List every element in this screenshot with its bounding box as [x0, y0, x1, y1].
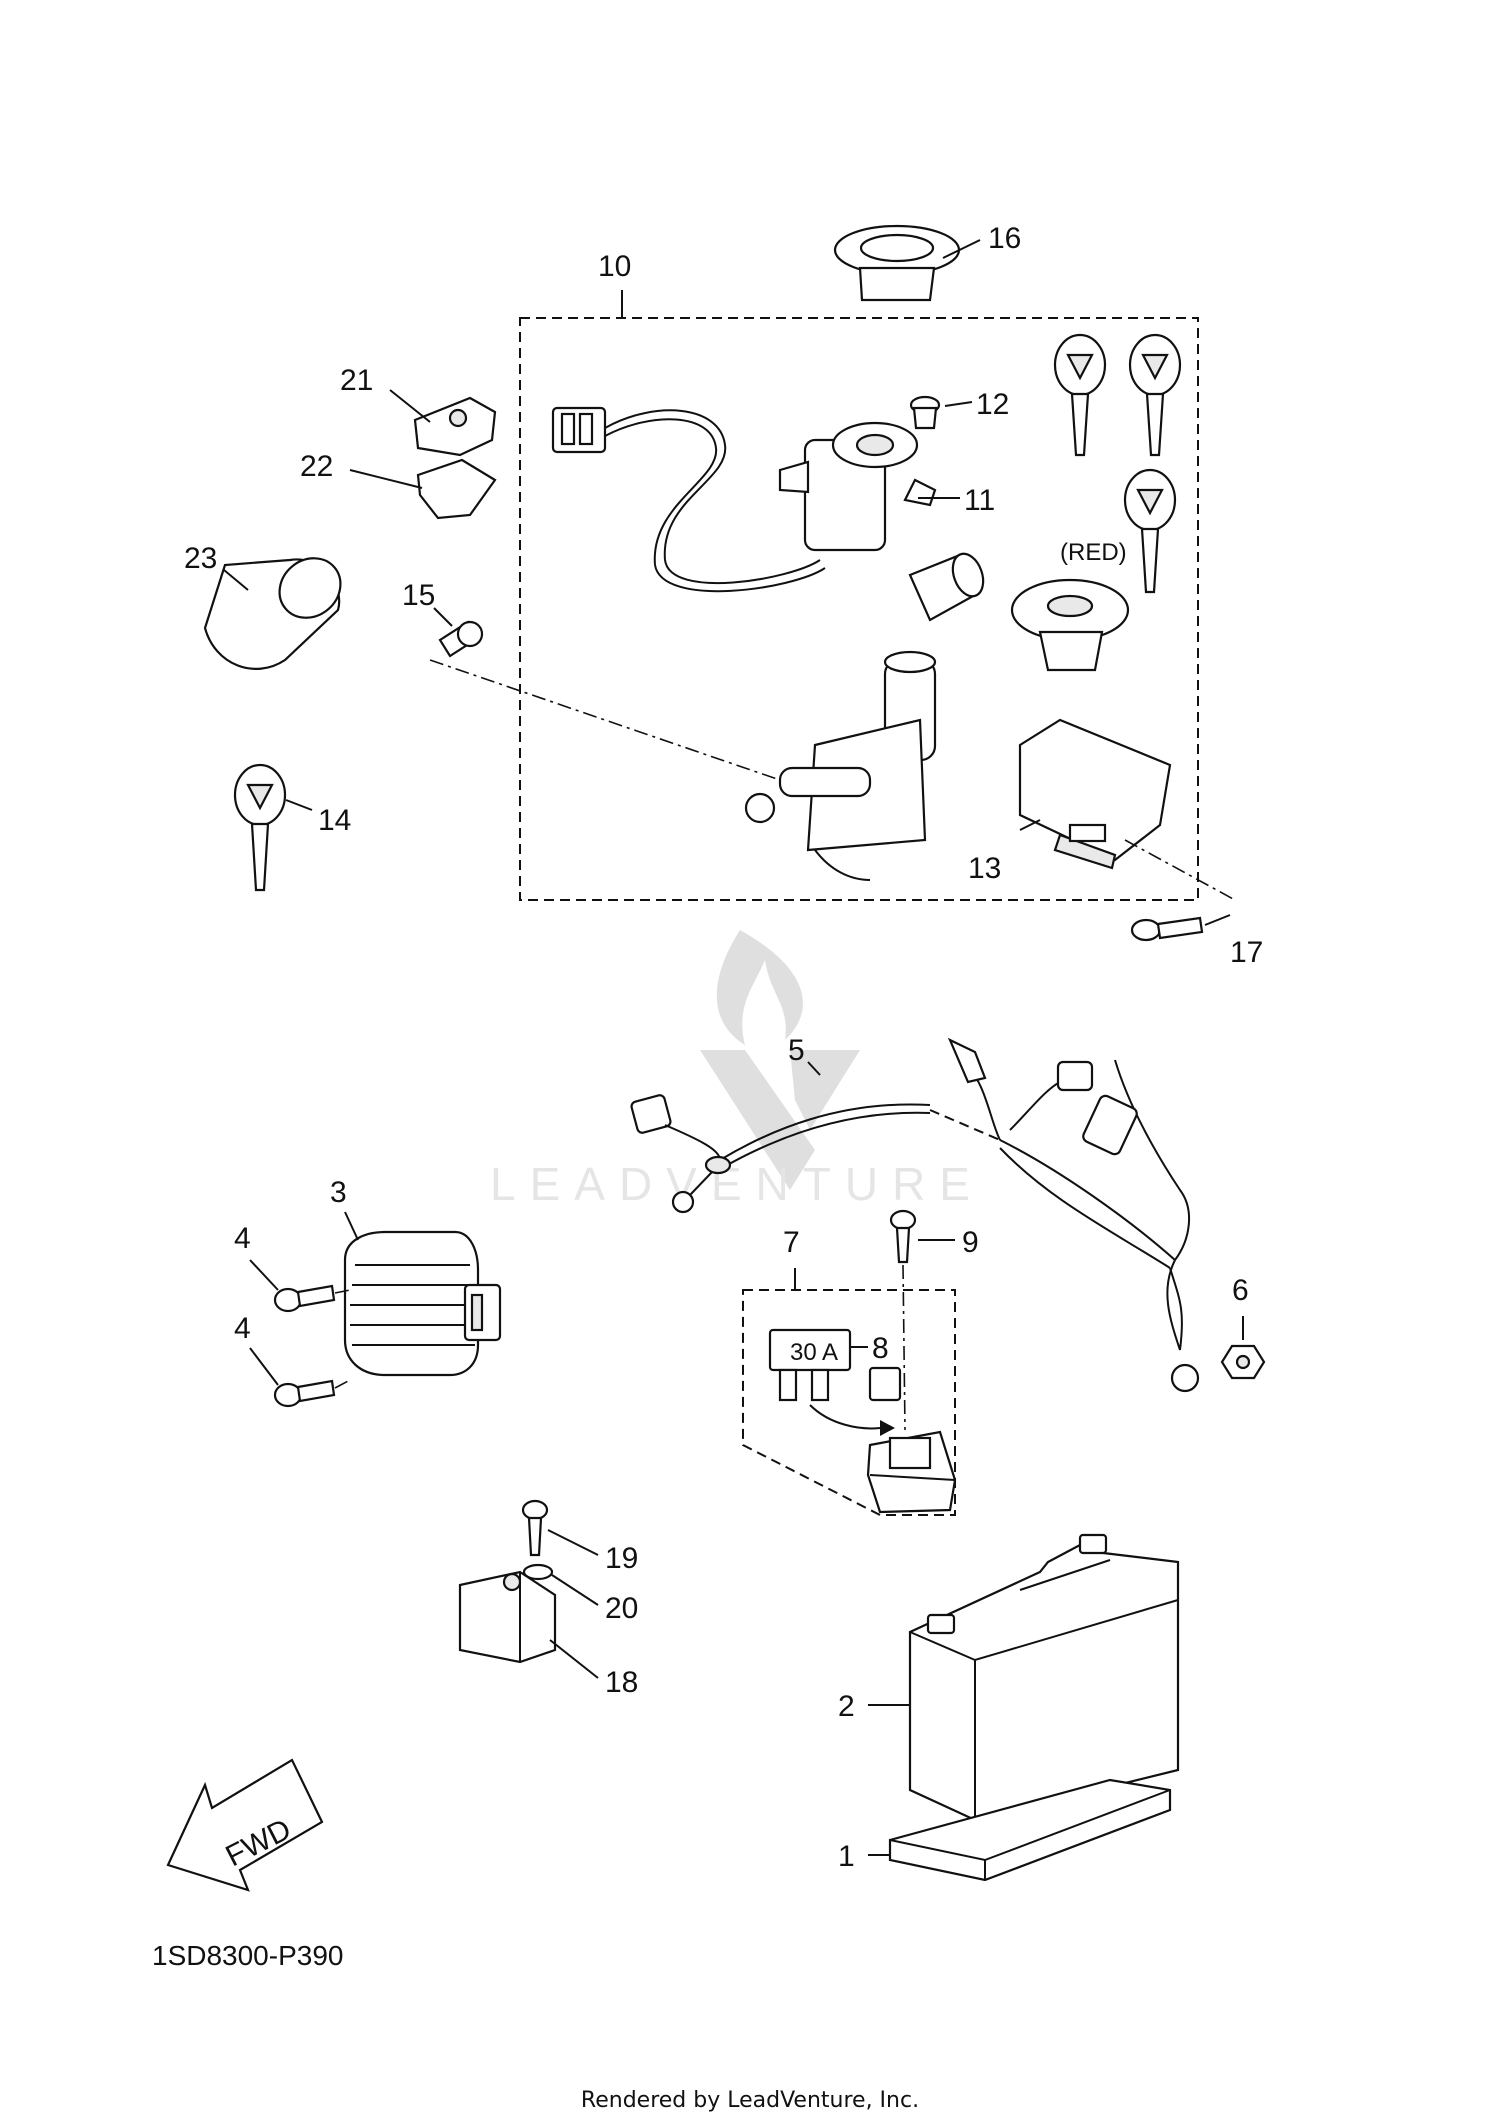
callout-10: 10 — [598, 250, 631, 283]
fuse-rating: 30 A — [790, 1339, 838, 1366]
part-3-rectifier[interactable] — [343, 1230, 502, 1377]
part-10-lock-cylinder[interactable] — [908, 550, 989, 622]
diagram-part-code: 1SD8300-P390 — [152, 1940, 344, 1971]
part-18-bracket[interactable] — [458, 1570, 557, 1664]
part-9-bolt[interactable] — [889, 1209, 917, 1264]
part-13-immobilizer-unit[interactable] — [1018, 718, 1172, 870]
callout-1: 1 — [838, 1840, 855, 1873]
callout-18: 18 — [605, 1666, 638, 1699]
part-1-battery-pad[interactable] — [888, 1778, 1172, 1882]
callout-4b: 4 — [234, 1312, 251, 1345]
callout-21: 21 — [340, 364, 373, 397]
part-5-wire-harness[interactable] — [630, 1037, 1200, 1393]
callout-7: 7 — [783, 1226, 800, 1259]
part-16-key-cover[interactable] — [833, 224, 961, 302]
part-14-key[interactable] — [233, 763, 287, 892]
callout-4a: 4 — [234, 1222, 251, 1255]
callout-5: 5 — [788, 1034, 805, 1067]
fwd-direction-arrow: FWD — [166, 1758, 324, 1892]
part-21-clamp-upper[interactable] — [413, 396, 497, 457]
part-10-key-1[interactable] — [1053, 333, 1107, 457]
callout-8: 8 — [872, 1332, 889, 1365]
part-22-clamp-lower[interactable] — [416, 458, 497, 520]
group-10-outline — [519, 317, 1199, 901]
part-12-screw[interactable] — [909, 395, 941, 430]
callout-17: 17 — [1230, 936, 1263, 969]
part-8-fuse[interactable]: 30 A — [768, 1328, 852, 1402]
callout-20: 20 — [605, 1592, 638, 1625]
part-10-tank-cap-lock[interactable] — [1010, 578, 1130, 672]
callout-13: 13 — [968, 852, 1001, 885]
callout-6: 6 — [1232, 1274, 1249, 1307]
part-17-bolt[interactable] — [1130, 916, 1204, 942]
callout-2: 2 — [838, 1690, 855, 1723]
callout-3: 3 — [330, 1176, 347, 1209]
part-4-bolt-lower[interactable] — [273, 1379, 336, 1408]
fuse-insert-arrow — [809, 1404, 881, 1430]
part-4-bolt-upper[interactable] — [273, 1284, 336, 1313]
rendered-by-footer: Rendered by LeadVenture, Inc. — [580, 2088, 920, 2113]
part-10-key-2[interactable] — [1128, 333, 1182, 457]
part-2-battery[interactable] — [908, 1533, 1180, 1822]
callout-9: 9 — [962, 1226, 979, 1259]
part-6-nut[interactable] — [1220, 1344, 1266, 1380]
callout-16: 16 — [988, 222, 1021, 255]
part-20-washer[interactable] — [522, 1563, 554, 1581]
part-7-starter-relay[interactable] — [866, 1430, 957, 1514]
part-19-bolt[interactable] — [521, 1499, 549, 1557]
part-11-lead-wire — [551, 406, 826, 593]
callout-14: 14 — [318, 804, 351, 837]
part-15-screw[interactable] — [438, 620, 484, 658]
part-23-sleeve[interactable] — [203, 546, 353, 670]
callout-15: 15 — [402, 579, 435, 612]
part-7-spare-fuse[interactable] — [868, 1366, 902, 1402]
part-10-main-switch[interactable] — [744, 650, 937, 881]
watermark-logo: LEADVENTURE — [490, 930, 984, 1210]
callout-23: 23 — [184, 542, 217, 575]
red-label: (RED) — [1060, 539, 1127, 566]
group-7-outline — [742, 1289, 956, 1516]
callout-11: 11 — [964, 484, 995, 517]
part-11-seat-lock[interactable] — [778, 421, 937, 552]
callout-22: 22 — [300, 450, 333, 483]
callout-12: 12 — [976, 388, 1009, 421]
callout-19: 19 — [605, 1542, 638, 1575]
watermark-text: LEADVENTURE — [490, 1158, 984, 1210]
part-10-key-red[interactable] — [1123, 468, 1177, 594]
